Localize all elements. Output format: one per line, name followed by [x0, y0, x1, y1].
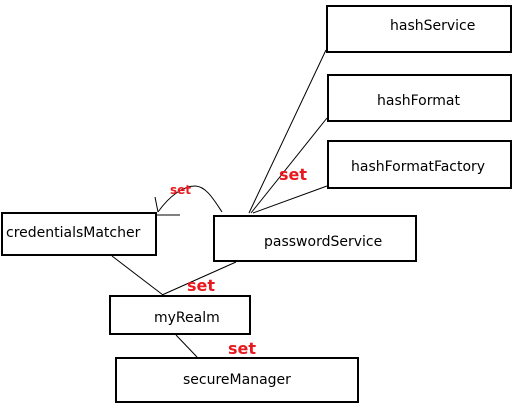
- hashservice-label: hashService: [390, 18, 476, 34]
- myrealm-label: myRealm: [154, 310, 220, 326]
- hashformatfactory-box: hashFormatFactory: [327, 140, 512, 189]
- line-credentialsmatcher-to-myrealm: [111, 255, 164, 296]
- passwordservice-label: passwordService: [264, 234, 383, 250]
- line-password-to-hashformatfactory: [252, 185, 328, 214]
- credentialsmatcher-box: credentialsMatcher: [1, 212, 157, 256]
- securemanager-box: secureManager: [115, 357, 359, 403]
- set-label-arrow: set: [170, 183, 192, 197]
- passwordservice-box: passwordService: [213, 215, 417, 262]
- line-passwordservice-to-myrealm: [161, 261, 237, 296]
- set-label-hash: set: [279, 165, 308, 184]
- securemanager-label: secureManager: [183, 372, 291, 388]
- hashformat-box: hashFormat: [327, 74, 512, 122]
- hashservice-box: hashService: [326, 5, 512, 53]
- myrealm-box: myRealm: [109, 295, 251, 335]
- credentialsmatcher-label: credentialsMatcher: [6, 225, 141, 241]
- hashformatfactory-label: hashFormatFactory: [351, 159, 486, 175]
- hashformat-label: hashFormat: [377, 93, 460, 109]
- line-myrealm-to-securemanager: [175, 334, 198, 358]
- set-label-password: set: [187, 276, 216, 295]
- line-password-to-hashformat: [250, 117, 328, 214]
- arrowhead-stroke-a: [154, 196, 159, 213]
- curve-password-to-credentialsmatcher: [157, 185, 223, 213]
- line-password-to-hashservice: [248, 49, 327, 214]
- set-label-realm: set: [228, 339, 257, 358]
